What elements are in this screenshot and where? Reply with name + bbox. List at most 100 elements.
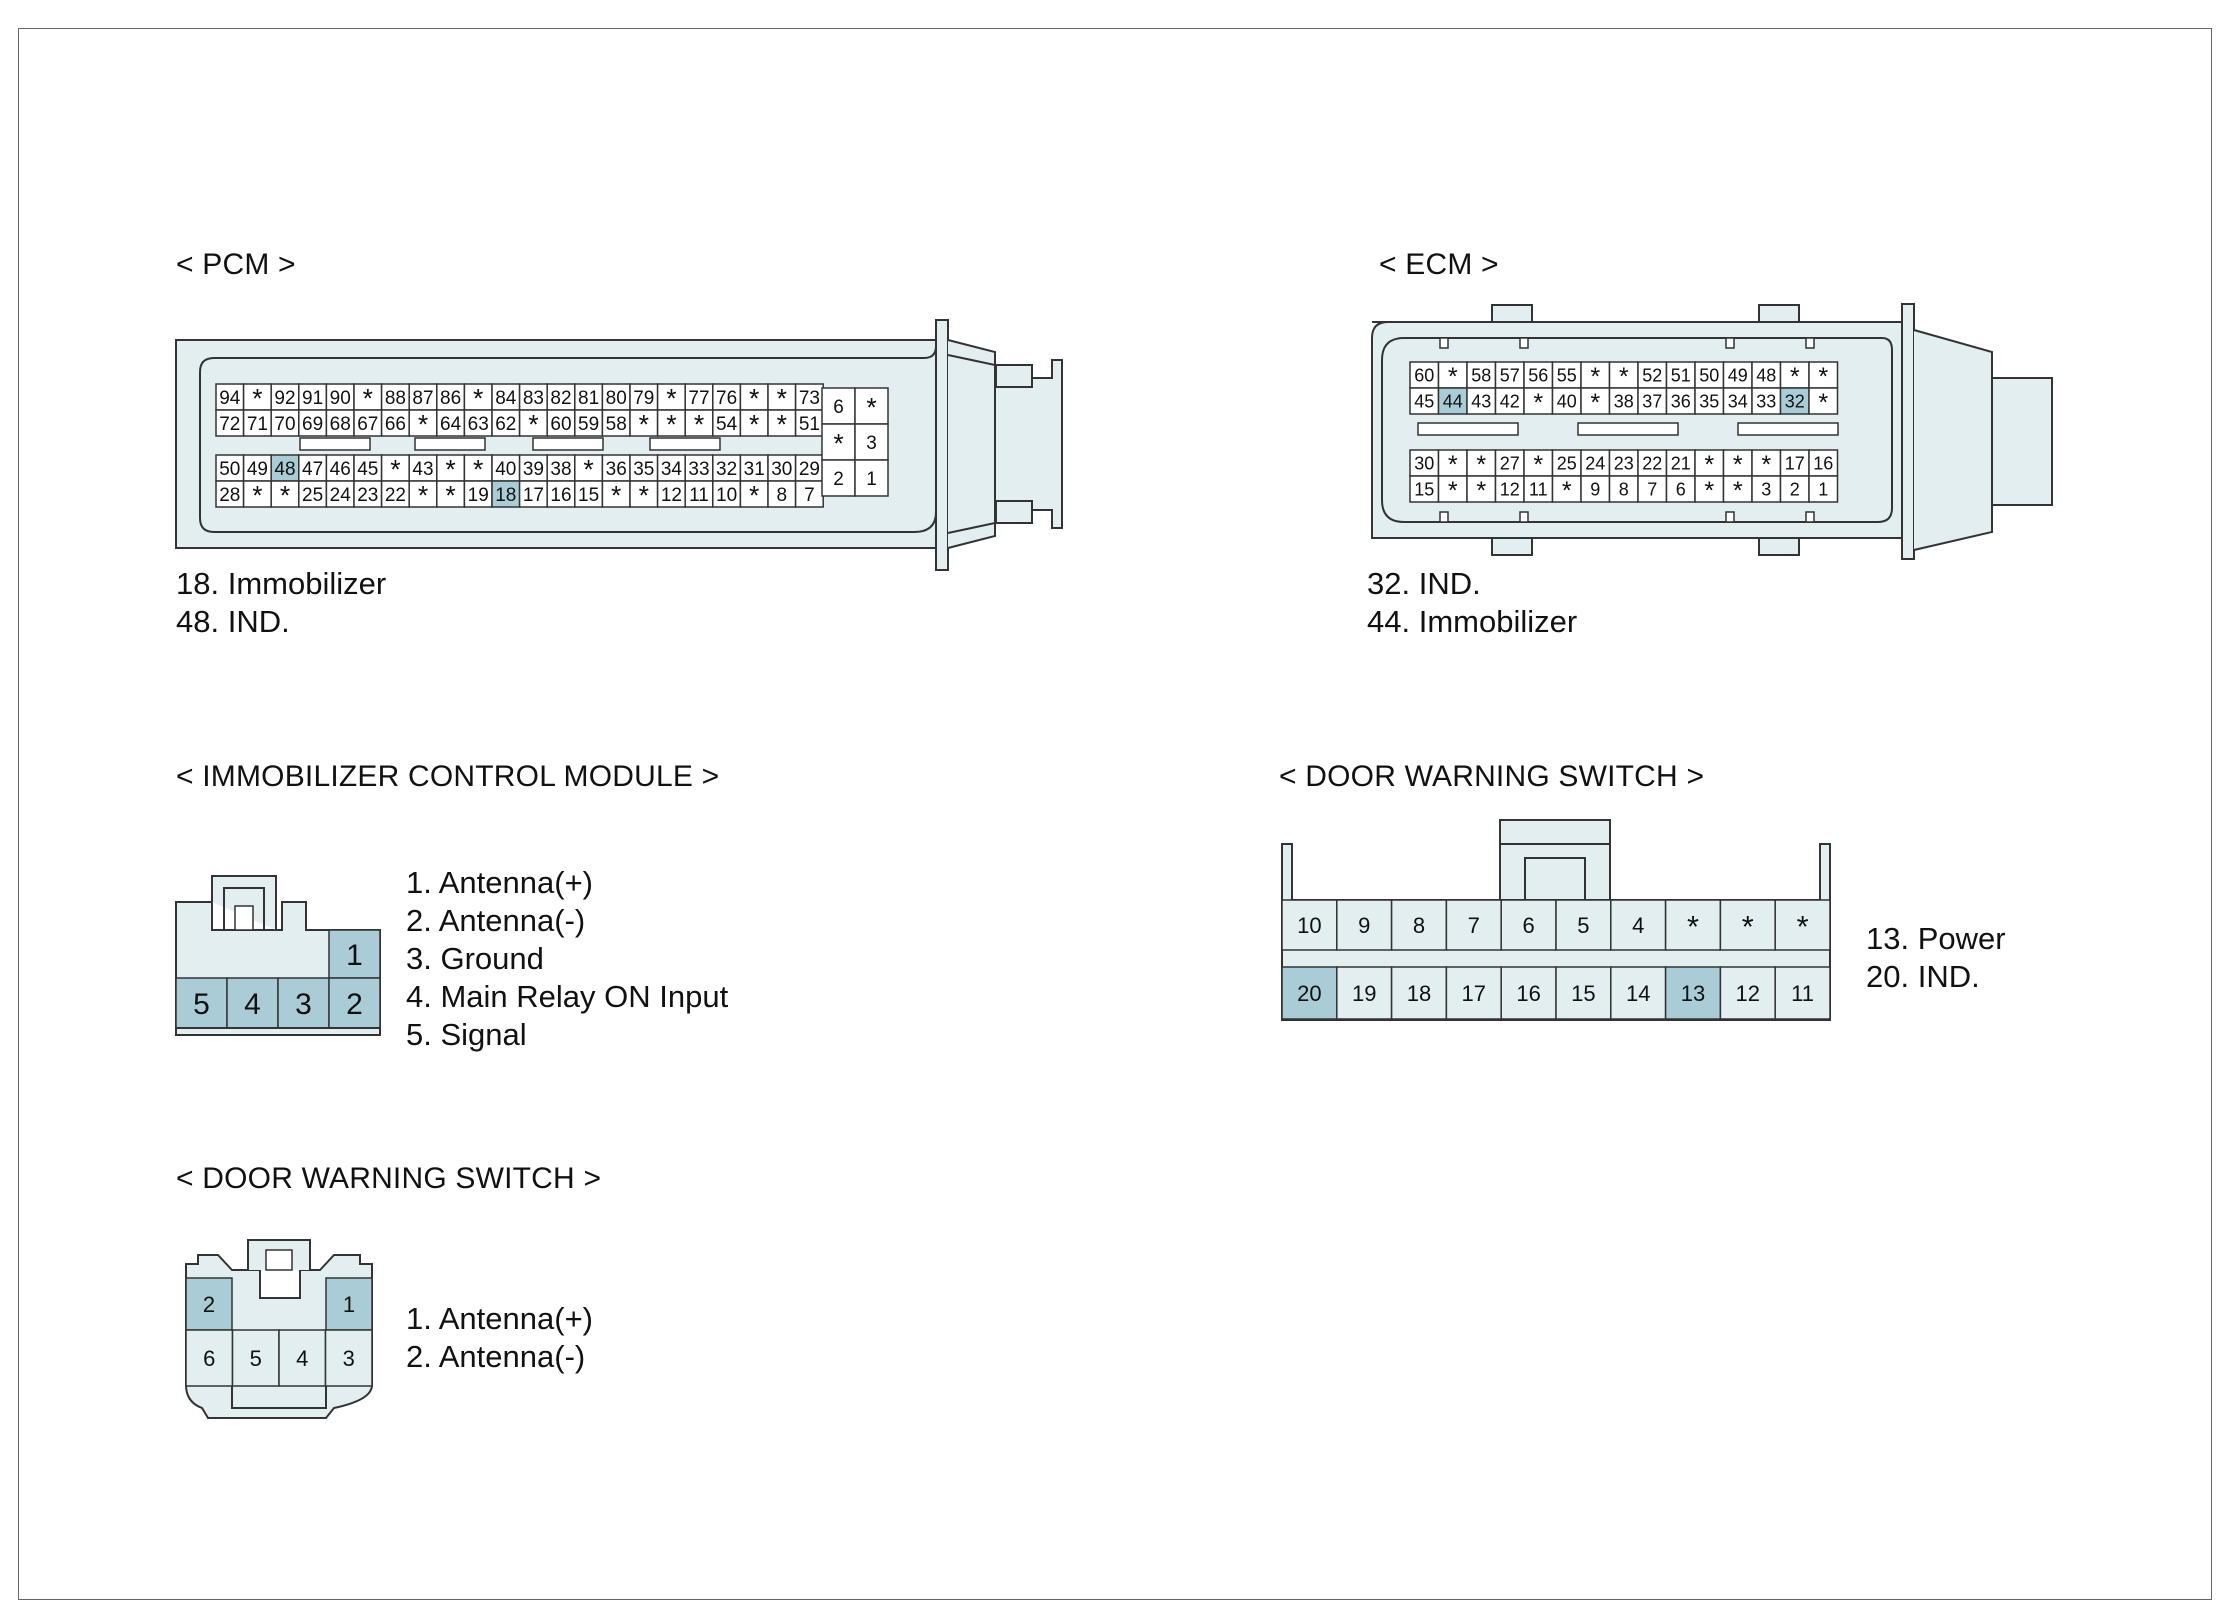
pin-cell bbox=[277, 977, 330, 1029]
pin-number: 12 bbox=[1736, 981, 1760, 1006]
pin-number: 11 bbox=[1529, 479, 1548, 499]
pin-number: 11 bbox=[689, 485, 709, 506]
pin-number: 16 bbox=[550, 485, 571, 506]
pcm-key-slot bbox=[649, 437, 721, 451]
pin-number: 44 bbox=[1443, 391, 1463, 411]
pin-cell bbox=[684, 409, 714, 437]
pin-cell bbox=[1722, 475, 1753, 503]
pin-cell bbox=[739, 383, 769, 411]
pin-number: 14 bbox=[1626, 981, 1650, 1006]
pin-cell bbox=[1719, 899, 1776, 951]
pin-number: 42 bbox=[1500, 391, 1520, 411]
pin-unused-marker: * bbox=[1476, 451, 1486, 479]
pin-number: 71 bbox=[247, 414, 268, 435]
pin-cell bbox=[1580, 387, 1611, 415]
pin-number: 15 bbox=[1571, 981, 1595, 1006]
pin-cell bbox=[854, 387, 889, 425]
pin-cell bbox=[767, 409, 797, 437]
pin-number: 29 bbox=[799, 459, 820, 480]
pin-number: 51 bbox=[799, 414, 820, 435]
pin-cell bbox=[242, 383, 272, 411]
pin-number: 50 bbox=[219, 459, 240, 480]
pin-cell bbox=[1466, 475, 1497, 503]
pcm-key-slot bbox=[299, 437, 371, 451]
pin-cell bbox=[1774, 899, 1831, 951]
pin-unused-marker: * bbox=[777, 383, 787, 413]
ecm-bottom-tab bbox=[1758, 537, 1800, 556]
pin-number: 51 bbox=[1671, 365, 1691, 385]
pin-number: 6 bbox=[203, 1346, 215, 1371]
pin-cell bbox=[1751, 449, 1782, 477]
pin-number: 30 bbox=[771, 459, 792, 480]
pin-unused-marker: * bbox=[280, 480, 290, 510]
pin-number: 17 bbox=[1462, 981, 1486, 1006]
pin-unused-marker: * bbox=[1533, 451, 1543, 479]
pin-cell bbox=[185, 1277, 233, 1331]
pin-unused-marker: * bbox=[1533, 389, 1543, 417]
pin-number: 39 bbox=[523, 459, 544, 480]
pin-number: 4 bbox=[244, 988, 261, 1021]
pin-number: 25 bbox=[1557, 453, 1577, 473]
pin-number: 8 bbox=[1413, 913, 1425, 938]
pin-number: 2 bbox=[346, 988, 363, 1021]
immobilizer-base bbox=[175, 1027, 381, 1036]
pin-cell bbox=[325, 409, 355, 437]
ecm-pin-notch bbox=[1439, 511, 1449, 523]
pin-number: 48 bbox=[1756, 365, 1776, 385]
pin-number: 72 bbox=[219, 414, 240, 435]
pin-cell bbox=[1466, 387, 1497, 415]
pin-number: 49 bbox=[247, 459, 268, 480]
pin-cell bbox=[231, 1329, 280, 1387]
door-large-legend: 13. Power 20. IND. bbox=[1866, 920, 2006, 996]
pin-cell bbox=[656, 480, 686, 508]
pin-unused-marker: * bbox=[390, 454, 400, 484]
pin-number: 60 bbox=[1414, 365, 1434, 385]
pin-cell bbox=[1523, 475, 1554, 503]
pin-cell bbox=[328, 977, 381, 1029]
pin-cell bbox=[712, 454, 742, 482]
pin-unused-marker: * bbox=[1448, 451, 1458, 479]
pin-number: 31 bbox=[744, 459, 765, 480]
pin-cell bbox=[491, 383, 521, 411]
pin-unused-marker: * bbox=[583, 454, 593, 484]
pin-number: 18 bbox=[1407, 981, 1431, 1006]
pin-unused-marker: * bbox=[1448, 477, 1458, 505]
pin-unused-marker: * bbox=[1797, 909, 1809, 944]
pin-cell bbox=[242, 409, 272, 437]
pin-cell bbox=[1494, 449, 1525, 477]
pin-number: 88 bbox=[385, 388, 406, 409]
pin-cell bbox=[1551, 361, 1582, 389]
ecm-legend: 32. IND. 44. Immobilizer bbox=[1367, 565, 1577, 641]
pin-number: 34 bbox=[661, 459, 683, 480]
pin-cell bbox=[1610, 899, 1667, 951]
pin-number: 17 bbox=[1785, 453, 1805, 473]
pin-unused-marker: * bbox=[1562, 477, 1572, 505]
ecm-pin-notch bbox=[1725, 337, 1735, 349]
pin-number: 15 bbox=[1414, 479, 1434, 499]
pin-number: 6 bbox=[833, 397, 844, 418]
pin-number: 43 bbox=[412, 459, 433, 480]
pin-number: 55 bbox=[1557, 365, 1577, 385]
pin-cell bbox=[463, 480, 493, 508]
pin-number: 56 bbox=[1528, 365, 1548, 385]
pin-cell bbox=[1665, 387, 1696, 415]
pin-cell bbox=[1523, 361, 1554, 389]
immobilizer-legend-item: 2. Antenna(-) bbox=[406, 903, 586, 938]
immobilizer-lock bbox=[211, 875, 277, 930]
pcm-latch bbox=[995, 364, 1033, 388]
pin-unused-marker: * bbox=[666, 409, 676, 439]
pin-number: 12 bbox=[661, 485, 682, 506]
pin-unused-marker: * bbox=[639, 480, 649, 510]
pin-unused-marker: * bbox=[1761, 451, 1771, 479]
pin-number: 4 bbox=[296, 1346, 308, 1371]
pin-number: 2 bbox=[833, 469, 844, 490]
pin-unused-marker: * bbox=[418, 480, 428, 510]
pin-number: 70 bbox=[274, 414, 295, 435]
ecm-bottom-tab bbox=[1491, 537, 1533, 556]
ecm-top-tab bbox=[1491, 304, 1533, 323]
pin-cell bbox=[1779, 361, 1810, 389]
pin-number: 7 bbox=[804, 485, 815, 506]
pin-cell bbox=[1808, 449, 1839, 477]
